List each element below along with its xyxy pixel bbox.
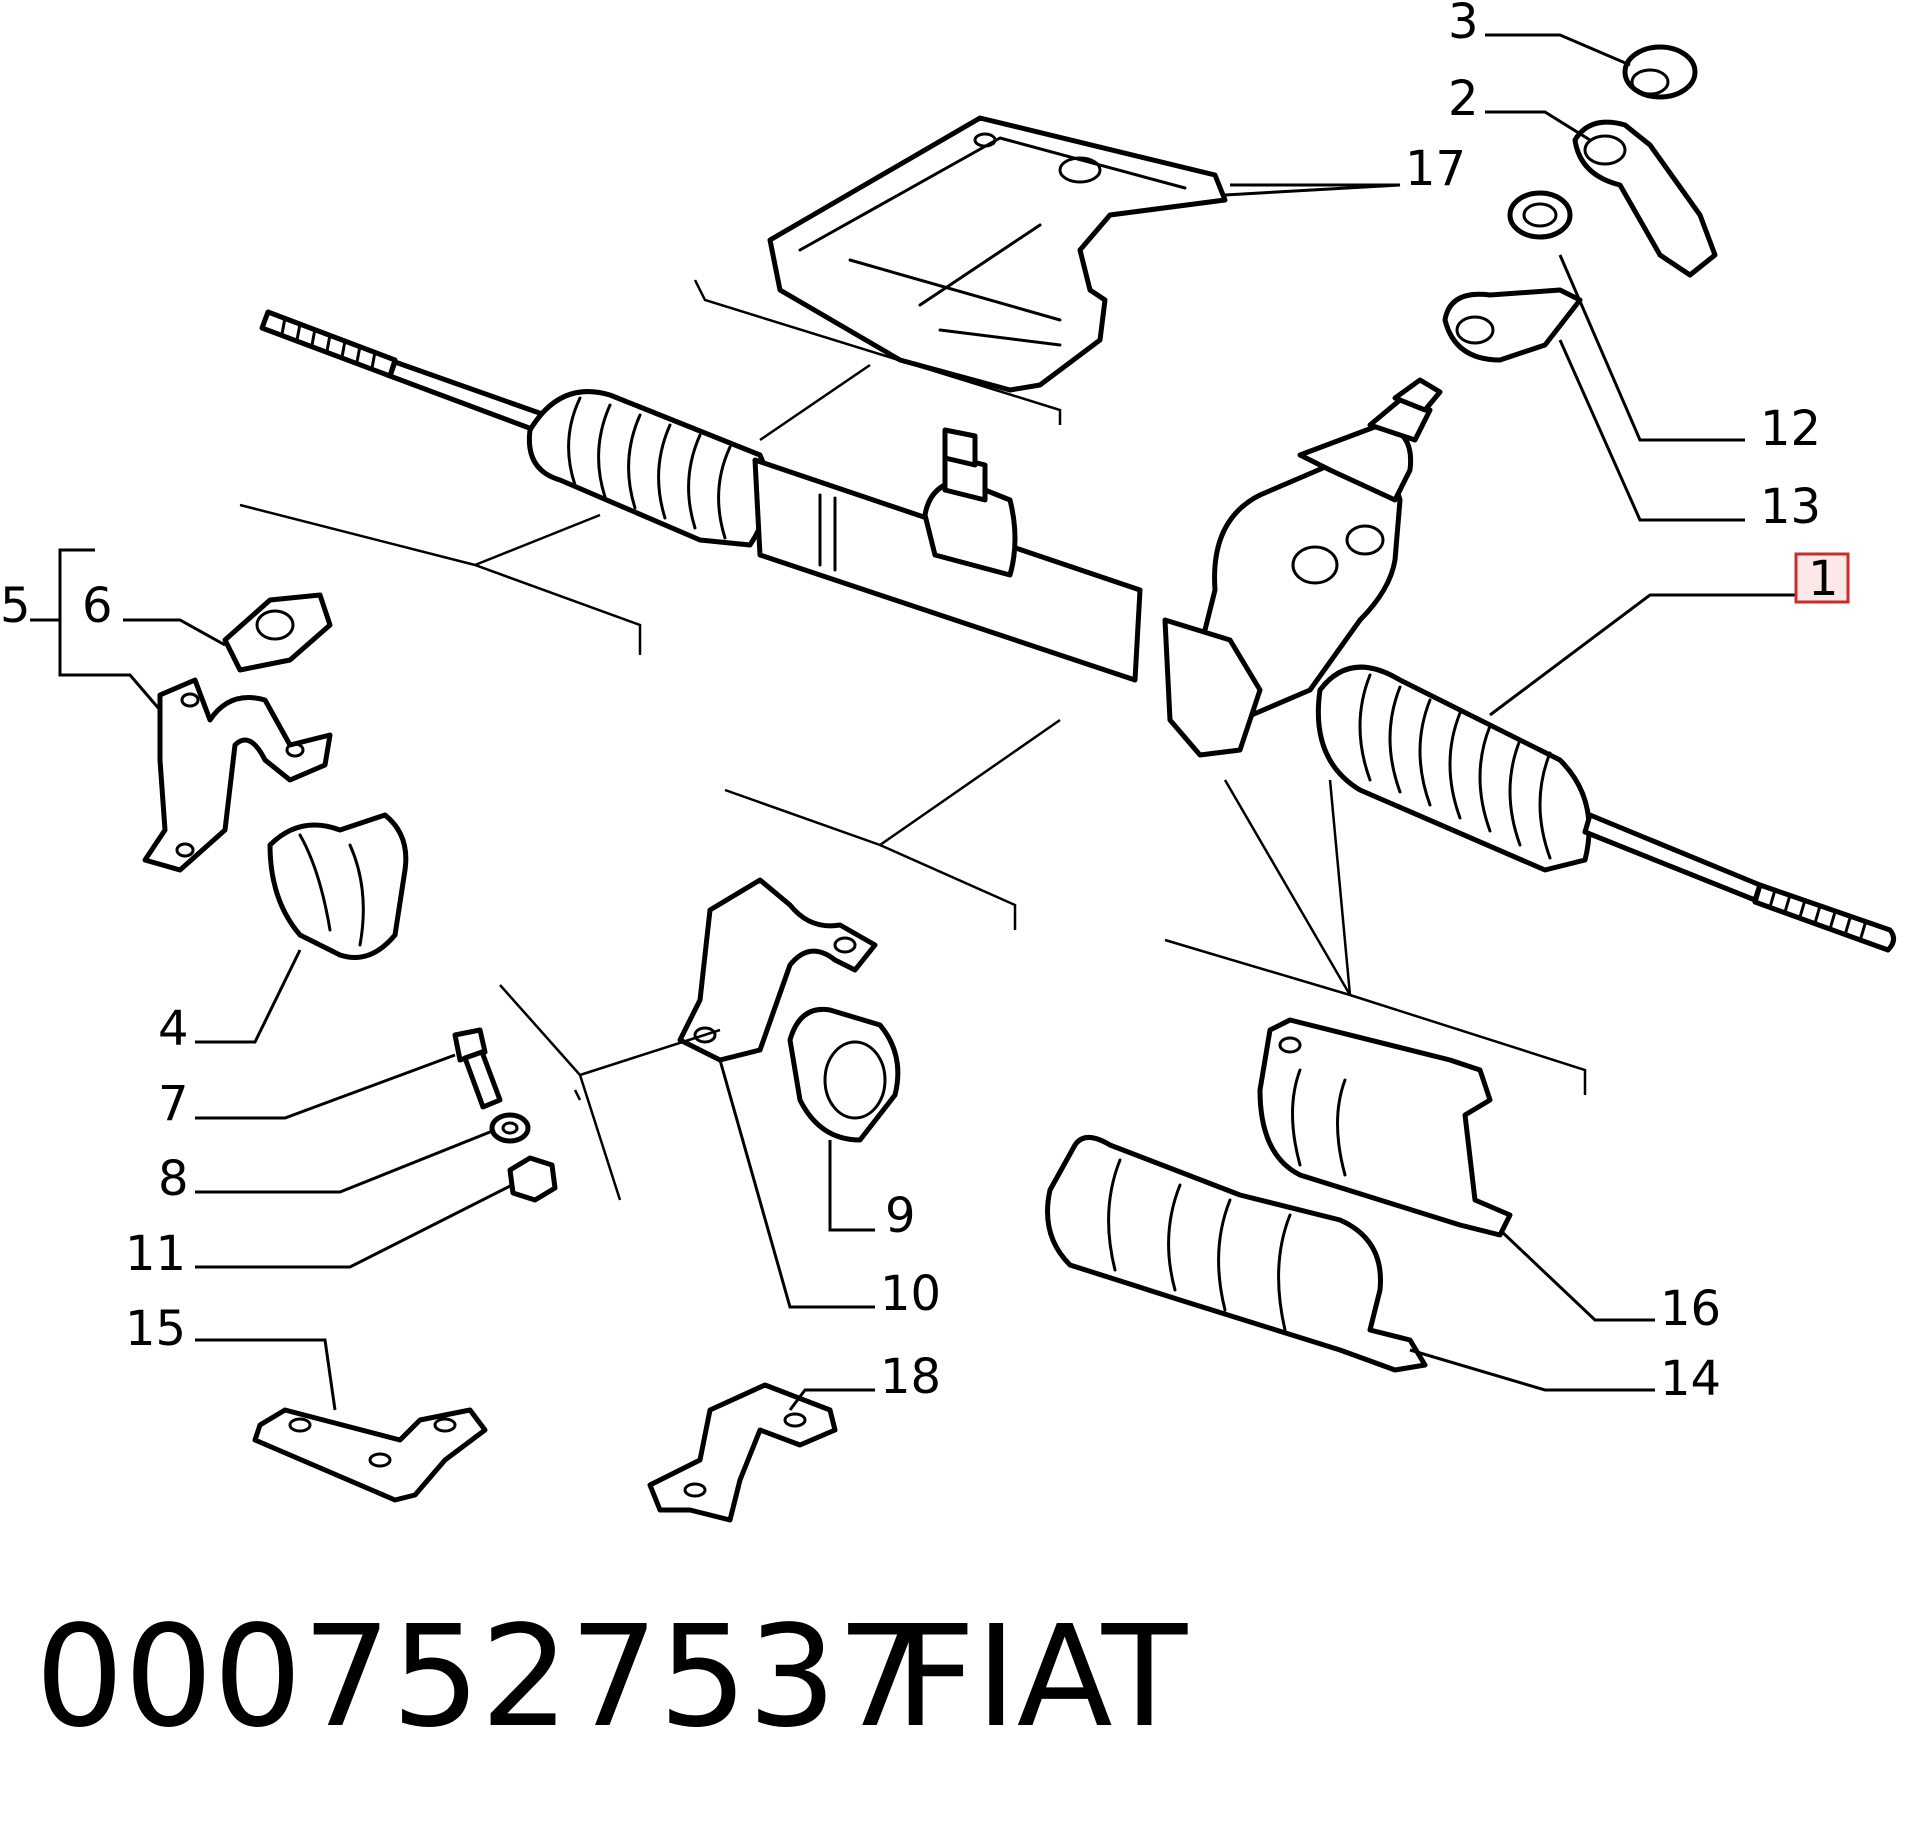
callout-2: 2: [1448, 71, 1479, 127]
part-3-cap: [1622, 44, 1698, 100]
part-12-circlip: [1507, 190, 1573, 240]
callout-3: 3: [1448, 0, 1479, 50]
part-4-bushing: [267, 812, 409, 960]
part-2-lever: [1572, 119, 1718, 278]
callout-15: 15: [125, 1301, 186, 1357]
caption: 0007527537 FIAT: [35, 1596, 1188, 1759]
part-5-bracket: [142, 677, 333, 873]
callouts: 3 2 17 12 13 1 5 6 4 7 8 11 15 9 10 18 1…: [0, 0, 1850, 1407]
part-1-steering-rack: [259, 309, 1896, 953]
callout-1-highlight-border: [1794, 552, 1850, 604]
part-number: 0007527537: [35, 1596, 926, 1759]
brand-name: FIAT: [895, 1596, 1188, 1759]
part-8-washer: [489, 1112, 531, 1144]
callout-1: 1: [1808, 551, 1839, 607]
part-10-bracket: [677, 877, 878, 1063]
callout-11: 11: [125, 1226, 186, 1282]
callout-12: 12: [1760, 401, 1821, 457]
part-11-nut: [507, 1155, 558, 1203]
part-15-bracket: [252, 1407, 488, 1503]
callout-10: 10: [880, 1266, 941, 1322]
part-6-clip: [222, 592, 333, 673]
callout-14: 14: [1660, 1351, 1721, 1407]
part-7-bolt: [452, 1027, 503, 1110]
callout-18: 18: [880, 1349, 941, 1405]
callout-13: 13: [1760, 479, 1821, 535]
part-14-boot: [1045, 1135, 1428, 1373]
callout-4: 4: [158, 1001, 189, 1057]
part-18-bracket: [647, 1382, 838, 1523]
callout-6: 6: [82, 578, 113, 634]
callout-16: 16: [1660, 1281, 1721, 1337]
guide-lines: [239, 279, 1587, 1201]
part-13-lever: [1442, 287, 1583, 363]
callout-8: 8: [158, 1151, 189, 1207]
part-16-shroud: [1257, 1017, 1513, 1238]
callout-7: 7: [158, 1076, 189, 1132]
callout-9: 9: [885, 1188, 916, 1244]
part-17-heat-shield: [767, 115, 1228, 393]
callout-17: 17: [1405, 141, 1466, 197]
leader-lines: [30, 33, 1795, 1411]
callout-1-highlight: [1796, 554, 1848, 602]
part-9-bushing: [787, 1006, 901, 1143]
callout-5: 5: [0, 578, 31, 634]
